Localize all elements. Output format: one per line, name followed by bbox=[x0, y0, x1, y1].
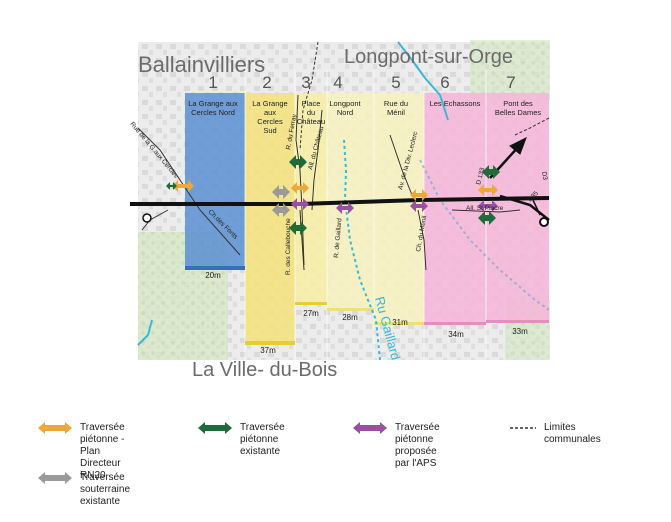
green-crossing-icon bbox=[289, 155, 307, 169]
road-d3 bbox=[499, 194, 550, 221]
street-label: D3 bbox=[540, 171, 548, 181]
zone-7-bar bbox=[486, 320, 549, 323]
zone-6-bar bbox=[424, 322, 486, 325]
legend-item-limits: Limites communales bbox=[510, 422, 601, 446]
zone-2-band bbox=[245, 93, 295, 343]
orange-crossing-icon bbox=[172, 180, 194, 192]
secondary-streets bbox=[137, 94, 521, 271]
legend-label: Traversée piétonne - bbox=[80, 422, 125, 445]
zone-dividers bbox=[244, 70, 487, 360]
legend-label: existante bbox=[80, 496, 121, 507]
legend-item-orange: Traversée piétonne -Plan Directeur RN20 bbox=[38, 422, 125, 482]
purple-crossing-icon bbox=[291, 198, 309, 210]
legend-label: existante bbox=[240, 446, 281, 457]
green-crossing-icon bbox=[482, 165, 500, 179]
street-label: R. de Gaillard bbox=[333, 218, 343, 259]
orange-crossing-icon bbox=[38, 422, 72, 434]
legend-label: Traversée piétonne bbox=[240, 422, 285, 445]
green-crossing-icon bbox=[478, 211, 496, 225]
legend-label: Limites communales bbox=[544, 422, 601, 445]
purple-crossing-icon bbox=[478, 200, 498, 212]
zone-5-bar bbox=[374, 322, 424, 325]
grey-crossing-icon bbox=[272, 185, 290, 199]
legend-label: Traversée souterraine bbox=[80, 472, 131, 495]
zone-2-number: 2 bbox=[262, 73, 271, 92]
zone-7-band bbox=[486, 93, 549, 323]
direction-arrows bbox=[142, 136, 549, 227]
legend-label: Traversée piétonne bbox=[395, 422, 440, 445]
zone-3-width: 27m bbox=[303, 309, 319, 318]
zone-4-number: 4 bbox=[333, 73, 342, 92]
zone-name-6: Les Echassons bbox=[430, 99, 481, 108]
zone-5-number: 5 bbox=[391, 73, 400, 92]
town-label-la-ville-du-bois: La Ville- du-Bois bbox=[192, 359, 337, 381]
main-road bbox=[130, 196, 550, 206]
zone-3-number: 3 bbox=[301, 73, 310, 92]
orange-crossing-icon bbox=[478, 184, 498, 196]
river-east bbox=[419, 159, 550, 311]
zone-1-width: 20m bbox=[205, 271, 221, 280]
legend-label: Plan Directeur RN20 bbox=[80, 446, 121, 481]
green-crossing-icon bbox=[289, 221, 307, 235]
commune-limits bbox=[299, 41, 550, 151]
zone-3-bar bbox=[295, 302, 327, 305]
zone-6-width: 34m bbox=[448, 330, 464, 339]
zone-6-number: 6 bbox=[440, 73, 449, 92]
crossing-markers bbox=[166, 155, 500, 235]
zone-3-band bbox=[295, 93, 327, 305]
orange-crossing-icon bbox=[410, 189, 428, 201]
street-label: R. des Callebouche bbox=[285, 218, 292, 275]
zone-2-width: 37m bbox=[260, 346, 276, 355]
zone-5-width: 31m bbox=[392, 318, 408, 327]
zone-1-number: 1 bbox=[208, 73, 217, 92]
town-label-ballainvilliers: Ballainvilliers bbox=[138, 52, 265, 77]
zone-6-band bbox=[424, 93, 486, 325]
zone-1-band bbox=[185, 93, 245, 268]
orange-crossing-icon bbox=[291, 182, 309, 194]
street-label: All. St Piacre bbox=[466, 205, 504, 212]
river-north bbox=[397, 41, 449, 121]
grey-crossing-icon bbox=[272, 203, 290, 217]
river-ru-gaillard bbox=[343, 139, 381, 361]
zone-2-bar bbox=[245, 341, 295, 345]
zone-5-band bbox=[374, 93, 424, 325]
zone-1-bar bbox=[185, 266, 245, 270]
zone-7-number: 7 bbox=[506, 73, 515, 92]
river-southwest bbox=[137, 319, 153, 346]
purple-crossing-icon bbox=[410, 200, 428, 212]
green-crossing-icon bbox=[198, 422, 232, 434]
dashed-line-icon bbox=[510, 427, 536, 429]
town-label-longpont: Longpont-sur-Orge bbox=[344, 46, 513, 68]
vegetation-area bbox=[470, 40, 550, 100]
purple-crossing-icon bbox=[353, 422, 387, 434]
legend-label: proposée par l'APS bbox=[395, 446, 437, 469]
zone-4-bar bbox=[327, 308, 374, 311]
zone-7-width: 33m bbox=[512, 327, 528, 336]
street-label: D 133 bbox=[475, 167, 486, 186]
purple-crossing-icon bbox=[336, 202, 354, 214]
zone-4-width: 28m bbox=[342, 313, 358, 322]
green-crossing-icon bbox=[166, 182, 177, 190]
grey-crossing-icon bbox=[38, 472, 72, 484]
